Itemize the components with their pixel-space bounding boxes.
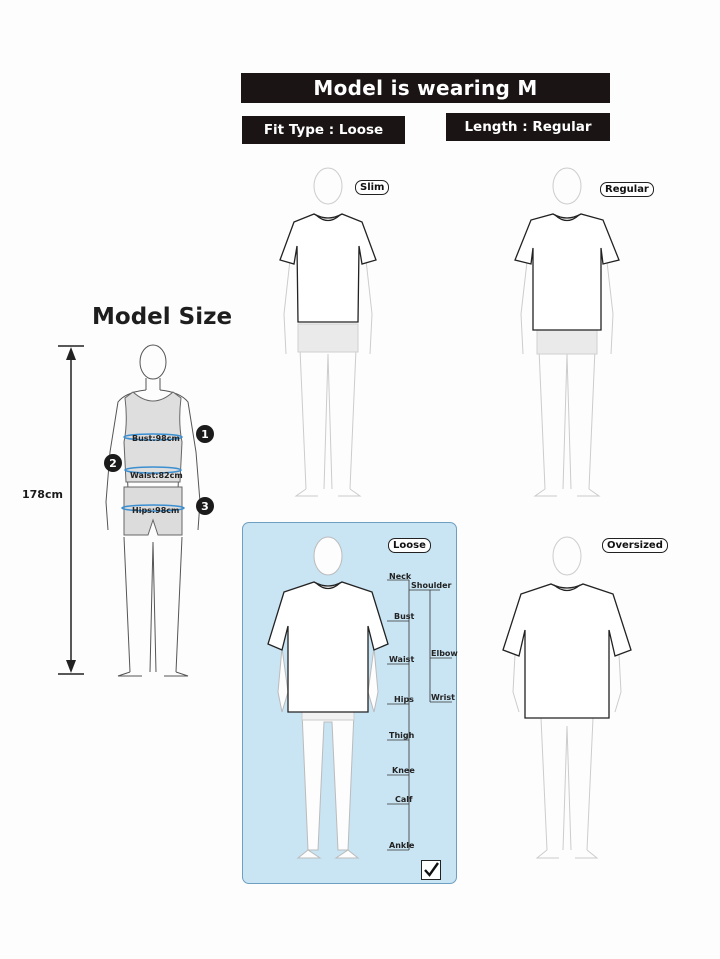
waist-number-badge: 2 [104,454,122,472]
regular-fit-label: Regular [600,182,654,197]
regular-fit-figure [514,167,620,497]
checkmark-icon [424,862,439,877]
hips-measurement: Hips:98cm [132,506,180,515]
slim-fit-label: Slim [355,180,390,195]
bust-measurement: Bust:98cm [132,434,180,443]
bust-number-badge: 1 [196,425,214,443]
waist-measurement: Waist:82cm [130,471,183,480]
model-height-label: 178cm [22,488,63,501]
loose-fit-figure [267,536,389,859]
model-body-figure [105,344,201,677]
length-banner: Length : Regular [446,113,610,141]
oversized-fit-figure [502,536,632,859]
model-wearing-banner: Model is wearing M [241,73,610,103]
slim-fit-figure [279,167,377,497]
model-size-title: Model Size [92,304,233,330]
hips-number-badge: 3 [196,497,214,515]
fit-type-banner: Fit Type : Loose [242,116,405,144]
oversized-fit-label: Oversized [602,538,668,553]
loose-fit-label: Loose [388,538,431,553]
selected-checkbox[interactable] [421,860,441,880]
